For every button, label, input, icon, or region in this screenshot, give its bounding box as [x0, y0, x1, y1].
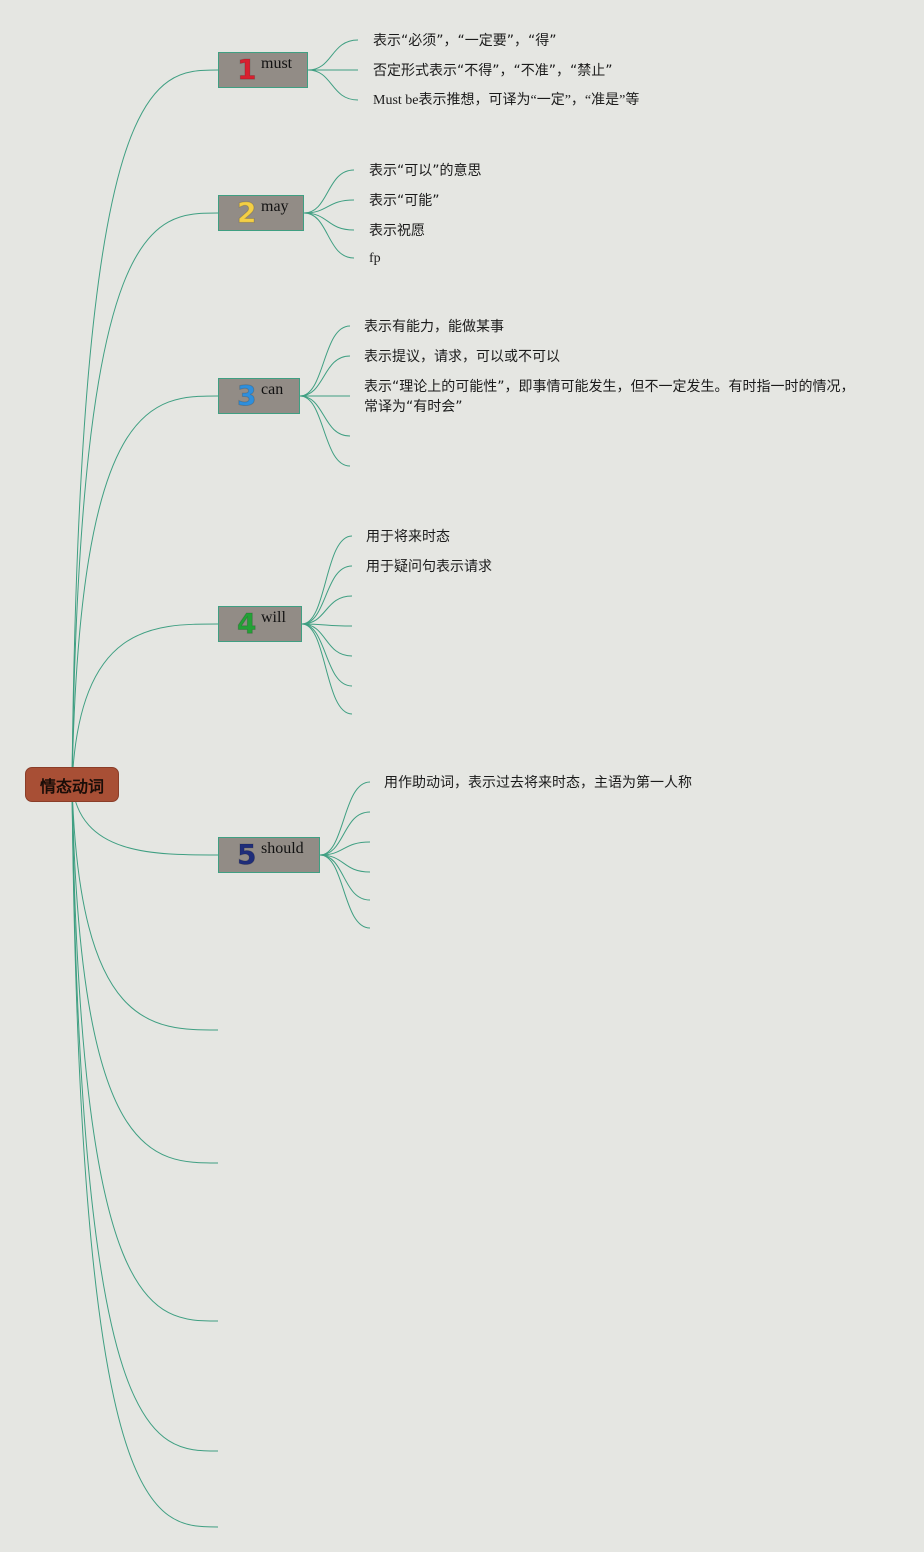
leaf-connector-4-4	[319, 854, 371, 901]
root-topic[interactable]: 情态动词	[25, 767, 119, 802]
leaf-connector-3-1	[301, 565, 353, 625]
number-5-icon: 5	[237, 838, 257, 871]
leaf-connector-0-2	[307, 69, 359, 101]
leaf-connector-2-0	[299, 325, 351, 397]
number-1-icon: 1	[237, 53, 257, 86]
root-connector-1	[71, 212, 219, 785]
topic-must[interactable]: 1 must	[218, 52, 308, 88]
leaf-connector-4-1	[319, 811, 371, 856]
leaf-connector-1-1	[303, 199, 355, 214]
leaf-connector-0-0	[307, 39, 359, 71]
subtopic[interactable]: 表示提议，请求，可以或不可以	[364, 349, 560, 365]
root-connector-6	[71, 783, 219, 1164]
topic-may[interactable]: 2 may	[218, 195, 304, 231]
leaf-connector-3-2	[301, 595, 353, 625]
leaf-connector-1-0	[303, 169, 355, 214]
leaf-connector-2-1	[299, 355, 351, 397]
leaf-connector-3-3	[301, 623, 353, 627]
subtopic[interactable]: 表示“理论上的可能性”，即事情可能发生，但不一定发生。有时指一时的情况，常译为“…	[364, 379, 855, 415]
leaf-connector-4-5	[319, 854, 371, 929]
leaf-connector-3-6	[301, 623, 353, 715]
leaf-connector-1-2	[303, 212, 355, 231]
root-connector-2	[71, 395, 219, 785]
root-connector-7	[71, 783, 219, 1322]
subtopic[interactable]: 用于疑问句表示请求	[366, 559, 492, 575]
leaf-connector-4-0	[319, 781, 371, 856]
subtopic[interactable]: 表示祝愿	[369, 223, 425, 239]
subtopic[interactable]: 表示“可能”	[369, 193, 440, 209]
topic-can[interactable]: 3 can	[218, 378, 300, 414]
leaf-connector-2-4	[299, 395, 351, 467]
topic-label: may	[261, 198, 289, 215]
subtopic[interactable]: 表示“必须”，“一定要”，“得”	[373, 33, 557, 49]
number-2-icon: 2	[237, 196, 257, 229]
number-4-icon: 4	[237, 607, 257, 640]
topic-label: should	[261, 840, 304, 857]
subtopic[interactable]: 用作助动词，表示过去将来时态，主语为第一人称	[384, 775, 692, 791]
leaf-connector-3-4	[301, 623, 353, 657]
leaf-connector-3-0	[301, 535, 353, 625]
root-connector-8	[71, 783, 219, 1452]
root-connector-5	[71, 783, 219, 1031]
root-connector-0	[71, 69, 219, 785]
subtopic[interactable]: fp	[369, 251, 381, 266]
topic-label: will	[261, 609, 286, 626]
topic-label: must	[261, 55, 293, 72]
leaf-connector-3-5	[301, 623, 353, 687]
topic-will[interactable]: 4 will	[218, 606, 302, 642]
leaf-connector-1-3	[303, 212, 355, 259]
leaf-connector-4-3	[319, 854, 371, 873]
topic-label: can	[261, 381, 284, 398]
subtopic[interactable]: 表示“可以”的意思	[369, 163, 482, 179]
root-topic-label: 情态动词	[39, 776, 104, 796]
subtopic[interactable]: 表示有能力，能做某事	[364, 319, 504, 335]
root-connector-9	[71, 783, 219, 1528]
subtopic[interactable]: Must be表示推想，可译为“一定”，“准是”等	[373, 93, 640, 108]
number-3-icon: 3	[237, 379, 257, 412]
root-connector-4	[71, 783, 219, 856]
subtopic[interactable]: 用于将来时态	[366, 529, 450, 545]
root-connector-3	[71, 623, 219, 785]
leaf-connector-2-3	[299, 395, 351, 437]
subtopic[interactable]: 否定形式表示“不得”，“不准”，“禁止”	[373, 63, 613, 79]
leaf-connector-4-2	[319, 841, 371, 856]
topic-should[interactable]: 5 should	[218, 837, 320, 873]
